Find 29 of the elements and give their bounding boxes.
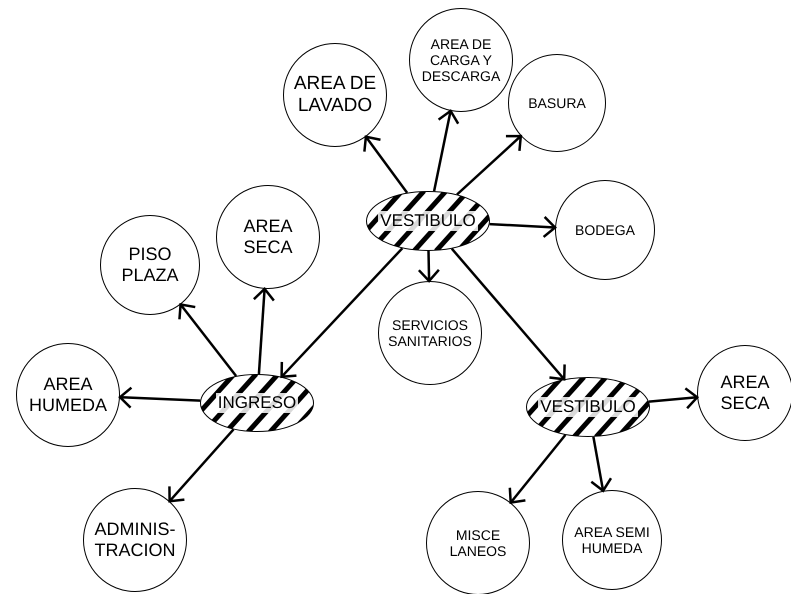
arrow	[432, 110, 460, 192]
arrow	[508, 434, 566, 504]
arrow	[280, 247, 404, 378]
node-label: AREA HUMEDA	[28, 374, 108, 416]
arrow	[418, 250, 440, 282]
node-label: VESTIBULO	[538, 397, 638, 417]
arrow	[363, 136, 408, 194]
arrow	[590, 436, 612, 492]
node-label: PISO PLAZA	[120, 244, 180, 286]
arrow	[118, 386, 200, 409]
node-label: AREA SECA	[242, 216, 294, 258]
node-label: BASURA	[528, 94, 586, 112]
node-label: AREA SEMI HUMEDA	[573, 524, 651, 556]
arrow	[178, 303, 238, 377]
node-label: SERVICIOS SANITARIOS	[387, 316, 473, 350]
arrow	[168, 428, 234, 502]
node-label: VESTIBULO	[378, 211, 478, 231]
node-label: INGRESO	[216, 393, 298, 413]
node-label: AREA DE LAVADO	[292, 73, 378, 117]
node-label: ADMINIS- TRACION	[94, 519, 176, 561]
node-label: AREA SECA	[719, 372, 771, 414]
arrow	[456, 134, 522, 196]
node-label: MISCE LANEOS	[448, 526, 508, 560]
arrow	[648, 387, 698, 410]
arrow	[252, 288, 276, 374]
node-label: AREA DE CARGA Y DESCARGA	[420, 36, 502, 84]
node-label: BODEGA	[575, 222, 635, 238]
arrow	[450, 248, 566, 381]
arrow	[490, 216, 556, 238]
